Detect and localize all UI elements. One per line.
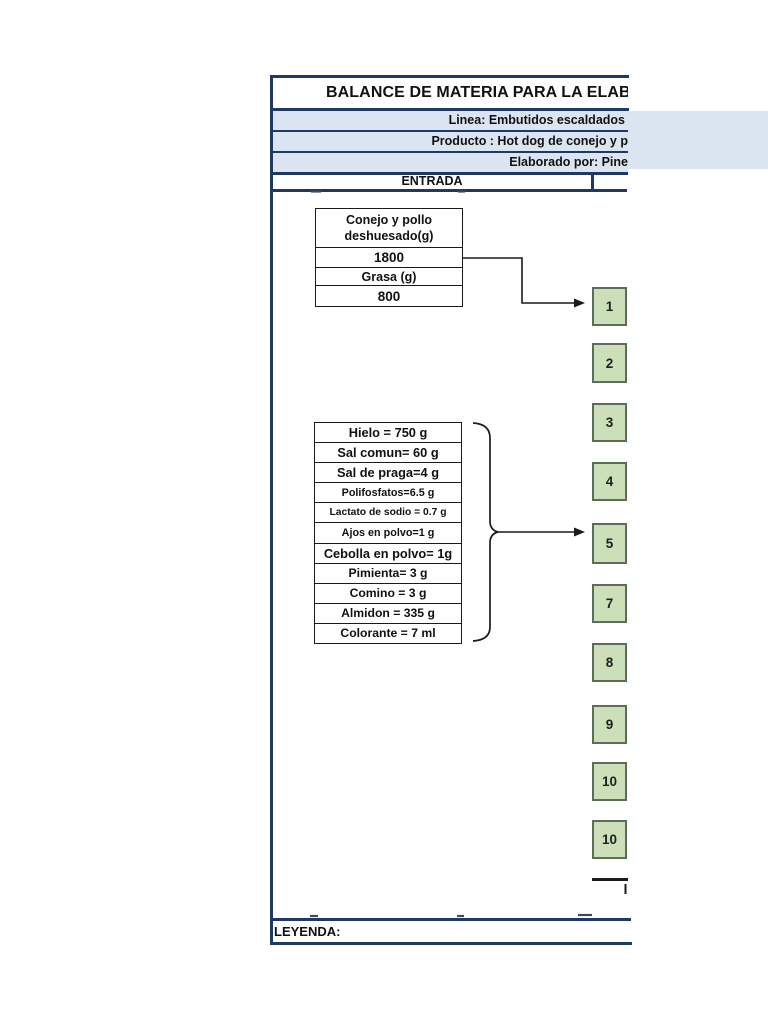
ingredients-brace — [472, 422, 499, 642]
fat-value: 800 — [316, 285, 462, 306]
column-header-entrada: ENTRADA — [401, 174, 463, 188]
info-row-elaborado: Elaborado por: Pine — [273, 153, 628, 172]
title-top-border — [270, 75, 629, 78]
legend-bottom-border — [270, 942, 632, 945]
ingredient-row: Cebolla en polvo= 1g — [315, 544, 461, 564]
info-row-producto: Producto : Hot dog de conejo y p — [273, 132, 628, 151]
material-label: Conejo y pollo deshuesado(g) — [344, 213, 434, 243]
ingredient-row: Colorante = 7 ml — [340, 626, 436, 641]
legend-label: LEYENDA: — [274, 924, 341, 939]
process-step-box: 4 — [592, 462, 627, 501]
arrow-entry-to-step1 — [463, 257, 585, 308]
ingredient-row: Sal de praga=4 g — [315, 463, 461, 484]
process-step-box: 1 — [592, 287, 627, 326]
ingredients-box: Hielo = 750 g Sal comun= 60 g Sal de pra… — [314, 422, 462, 644]
page-title: BALANCE DE MATERIA PARA LA ELABORA — [326, 84, 628, 101]
table-left-border — [270, 75, 273, 945]
entrada-bottom-border — [270, 189, 627, 192]
fat-label: Grasa (g) — [316, 267, 462, 285]
entry-materials-box: Conejo y pollo deshuesado(g) 1800 Grasa … — [315, 208, 463, 307]
ingredient-row: Polifosfatos=6.5 g — [315, 483, 461, 504]
title-bottom-border — [270, 108, 629, 111]
process-step-box: 3 — [592, 403, 627, 442]
material-value: 1800 — [316, 247, 462, 267]
info-row-linea: Linea: Embutidos escaldados — [273, 111, 628, 130]
process-step-box: 10 — [592, 820, 627, 859]
entrada-column-divider — [591, 174, 594, 190]
process-step-box: 7 — [592, 584, 627, 623]
process-step-box: 9 — [592, 705, 627, 744]
row-border — [270, 172, 628, 175]
arrow-ingredients-to-step5 — [498, 527, 585, 537]
row-border — [270, 130, 628, 133]
process-step-box: 2 — [592, 343, 627, 383]
ingredient-row: Almidon = 335 g — [315, 604, 461, 624]
row-border — [270, 151, 628, 154]
legend-top-border — [270, 918, 631, 921]
ingredient-row: Hielo = 750 g — [315, 423, 461, 444]
process-step-box: 8 — [592, 643, 627, 682]
info-band-extension — [628, 111, 768, 169]
ingredient-row: Pimienta= 3 g — [315, 564, 461, 584]
ingredient-row: Lactato de sodio = 0.7 g — [315, 503, 461, 524]
process-step-box: 10 — [592, 762, 627, 801]
ingredient-row: Ajos en polvo=1 g — [315, 523, 461, 544]
ingredient-row: Comino = 3 g — [315, 584, 461, 604]
ingredient-row: Sal comun= 60 g — [315, 443, 461, 464]
process-step-box: 5 — [592, 523, 627, 564]
